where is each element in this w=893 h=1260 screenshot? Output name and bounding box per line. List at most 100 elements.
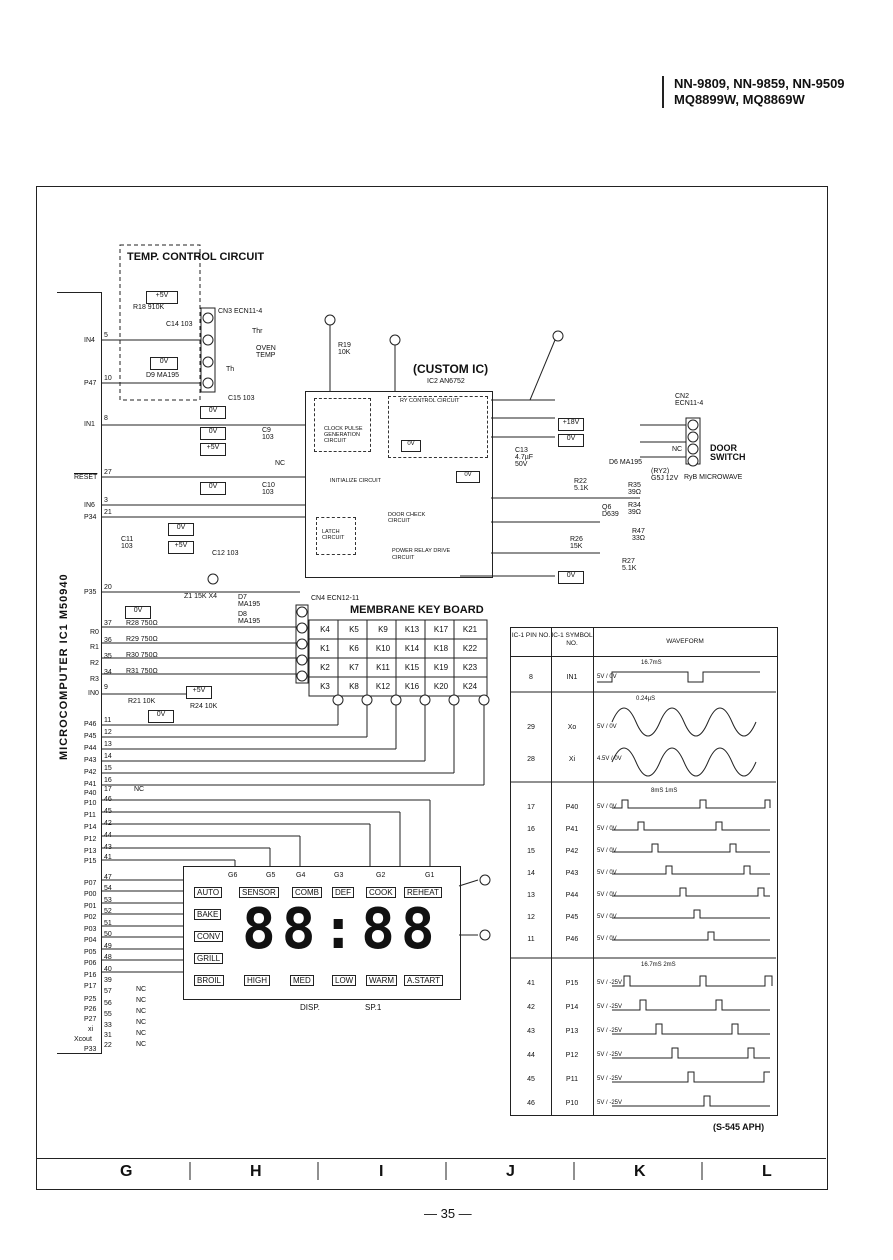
column-g: G: [120, 1163, 133, 1180]
disp-digits: 88:88: [242, 897, 441, 962]
col-divider-1: [551, 628, 552, 1115]
d8-label: D8 MA195: [238, 611, 261, 625]
r28-label: R28 750Ω: [126, 620, 158, 627]
r47-label: R47 33Ω: [632, 528, 646, 542]
pin-r3: R3: [90, 676, 99, 683]
column-k: K: [634, 1163, 646, 1180]
key-k18: K18: [433, 644, 449, 653]
pin-p03: P03: [84, 926, 97, 933]
row-pin: 16: [527, 826, 535, 833]
key-k17: K17: [433, 625, 449, 634]
r24-label: R24 10K: [190, 703, 218, 710]
row-symbol: Xi: [568, 756, 576, 763]
plus18v-box: +18V: [558, 418, 584, 431]
ic2-custom-ic: CLOCK PULSE GENERATION CIRCUIT RY CONTRO…: [305, 391, 493, 578]
row-levels: 4.5V / 0V: [597, 756, 622, 762]
disp-high: HIGH: [244, 975, 270, 986]
zero-v-init: 0V: [456, 471, 480, 483]
vfd-display: SENSOR COMB DEF COOK REHEAT AUTO BAKE CO…: [183, 866, 461, 1000]
custom-ic-title: (CUSTOM IC): [413, 362, 489, 376]
nc-label-5: NC: [136, 1030, 147, 1037]
c15-label: C15 103: [228, 395, 255, 402]
d7-label: D7 MA195: [238, 594, 261, 608]
row-symbol: P14: [565, 1004, 579, 1011]
key-k7: K7: [349, 663, 359, 672]
disp-grill: GRILL: [194, 953, 224, 964]
latch-label: LATCH CIRCUIT: [322, 529, 345, 541]
waveform-table-header: IC-1 PIN NO. IC-1 SYMBOL NO. WAVEFORM: [511, 628, 777, 657]
nc-label-2: NC: [136, 997, 147, 1004]
power-relay-label: POWER RELAY DRIVE CIRCUIT: [392, 548, 451, 561]
grid-g4: G4: [296, 872, 306, 879]
disp-cook: COOK: [366, 887, 396, 898]
pin-p11: P11: [84, 812, 96, 819]
pin-in6: IN6: [84, 502, 95, 509]
column-l: L: [762, 1163, 772, 1180]
pin-xcout: Xcout: [74, 1036, 92, 1043]
row-note: 16.7mS: [641, 660, 662, 666]
row-levels: 5V / -25V: [597, 1100, 623, 1106]
zero-v-r24: 0V: [148, 710, 174, 723]
nc-label-p40: NC: [134, 786, 145, 793]
model-numbers: NN-9809, NN-9859, NN-9509 MQ8899W, MQ886…: [662, 76, 884, 108]
temp-control-title: TEMP. CONTROL CIRCUIT: [127, 251, 265, 263]
disp-broil: BROIL: [194, 975, 225, 986]
zero-v-c9: 0V: [200, 427, 226, 440]
zero-v-ic2: 0V: [401, 440, 421, 452]
zero-v-keys: 0V: [125, 606, 151, 619]
key-k15: K15: [404, 663, 420, 672]
nc-label-6: NC: [136, 1041, 147, 1048]
pin-p11-num: 45: [104, 808, 112, 815]
zero-v-c15: 0V: [200, 406, 226, 419]
r19-label: R19 10K: [338, 342, 351, 356]
key-k14: K14: [404, 644, 420, 653]
pin-p25: P25: [84, 996, 97, 1003]
pin-p13-num: 43: [104, 844, 112, 851]
r35-label: R35 39Ω: [628, 482, 642, 496]
row-levels: 5V / -25V: [597, 1028, 623, 1034]
row-levels: 5V / 0V: [597, 892, 617, 898]
d9-label: D9 MA195: [146, 372, 180, 379]
ref-note: (S-545 APH): [713, 1122, 765, 1132]
r30-label: R30 750Ω: [126, 652, 158, 659]
q6-label: Q6 D639: [602, 504, 619, 518]
pin-p27: P27: [84, 1016, 97, 1023]
pin-r1-num: 36: [104, 637, 112, 644]
pin-p07-num: 47: [104, 874, 112, 881]
key-k1: K1: [320, 644, 330, 653]
grid-column-row: G H I J K L: [36, 1158, 826, 1189]
pin-p41-num: 16: [104, 777, 112, 784]
row-pin: 42: [527, 1004, 535, 1011]
row-levels: 5V / -25V: [597, 980, 623, 986]
clock-pulse-block: [314, 398, 371, 452]
zero-v-latch: 0V: [168, 523, 194, 536]
row-pin: 43: [527, 1028, 535, 1035]
pin-r2: R2: [90, 660, 99, 667]
pin-xcout-num: 31: [104, 1032, 112, 1039]
pin-in4-num: 5: [104, 332, 108, 339]
clock-pulse-label: CLOCK PULSE GENERATION CIRCUIT: [324, 426, 363, 444]
r29-label: R29 750Ω: [126, 636, 158, 643]
disp-warm: WARM: [366, 975, 398, 986]
r31-label: R31 750Ω: [126, 668, 158, 675]
disp-def: DEF: [332, 887, 354, 898]
pin-p43-num: 14: [104, 753, 112, 760]
page-number: — 35 —: [424, 1206, 472, 1221]
pin-p35-num: 20: [104, 584, 112, 591]
row-levels: 5V / 0V: [597, 914, 617, 920]
pin-p12-num: 44: [104, 832, 112, 839]
nc-reset: NC: [275, 460, 286, 467]
pin-p44: P44: [84, 745, 97, 752]
row-pin: 8: [529, 674, 533, 681]
zero-v-c10: 0V: [200, 482, 226, 495]
column-h: H: [250, 1163, 262, 1180]
row-pin: 46: [527, 1100, 535, 1107]
pin-p33-num: 22: [104, 1042, 112, 1049]
pin-p40: P40: [84, 790, 97, 797]
grid-g2: G2: [376, 872, 386, 879]
pin-p14: P14: [84, 824, 97, 831]
pin-p35: P35: [84, 589, 97, 596]
pin-p41: P41: [84, 781, 97, 788]
pin-p01: P01: [84, 903, 97, 910]
